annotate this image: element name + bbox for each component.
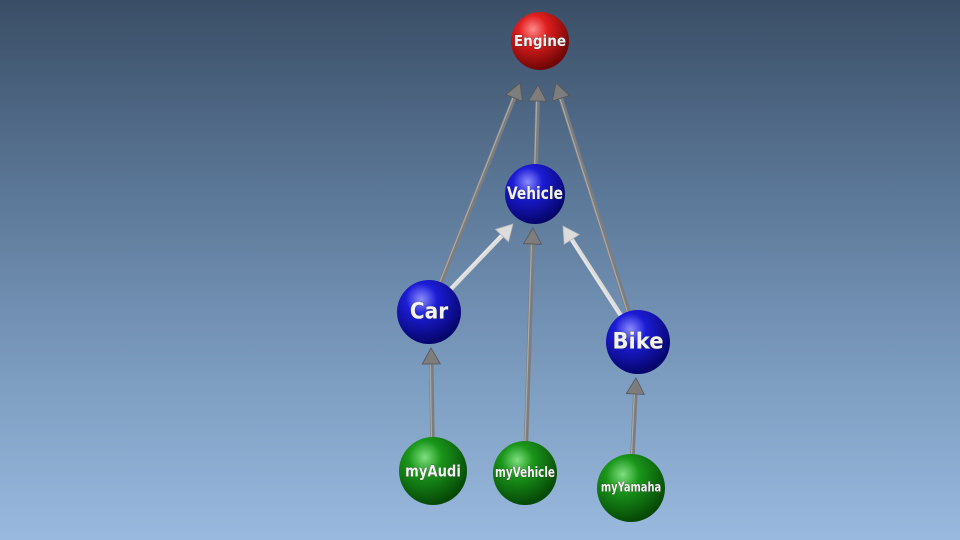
edges-layer [421, 82, 645, 462]
edge-arrowhead [504, 82, 523, 102]
edge-highlight [559, 98, 630, 317]
edge-arrowhead [421, 347, 441, 365]
node-engine[interactable]: Engine [511, 12, 569, 70]
edge-shaft [445, 233, 505, 295]
edge-highlight [570, 239, 623, 321]
edge-bike-to-engine [551, 82, 633, 319]
edge-shaft [436, 95, 517, 289]
node-car[interactable]: Car [397, 280, 461, 344]
edge-myvehicle-to-vehicle [522, 227, 543, 449]
edge-arrowhead [522, 227, 543, 245]
edge-arrowhead [551, 82, 571, 102]
node-car-label: Car [410, 300, 448, 325]
edge-myaudi-to-car [421, 347, 441, 445]
edge-myyamaha-to-bike [625, 377, 645, 462]
node-engine-sphere [511, 12, 569, 70]
edge-shaft [558, 96, 633, 319]
edge-car-to-vehicle [445, 223, 514, 295]
node-vehicle-label: Vehicle [507, 184, 563, 204]
edge-arrowhead [625, 377, 645, 395]
edge-highlight [446, 234, 502, 293]
edge-highlight [429, 364, 433, 443]
node-myvehicle-sphere [493, 441, 557, 505]
node-myvehicle[interactable]: myVehicle [493, 441, 557, 505]
edge-highlight [534, 100, 538, 169]
node-bike-sphere [606, 310, 670, 374]
edge-vehicle-to-engine [527, 84, 548, 171]
edge-highlight [437, 97, 514, 287]
nodes-layer: Engine Vehicle Car Bike myAudi myVehicle… [397, 12, 670, 522]
node-car-sphere [397, 280, 461, 344]
edge-arrowhead [494, 223, 514, 243]
node-myaudi-sphere [399, 437, 467, 505]
edge-highlight [630, 393, 635, 460]
node-engine-label: Engine [514, 32, 566, 50]
edge-shaft [569, 237, 626, 322]
node-bike-label: Bike [612, 330, 663, 355]
edge-shaft [429, 361, 435, 445]
edge-car-to-engine [436, 82, 523, 289]
node-vehicle[interactable]: Vehicle [505, 164, 565, 224]
edge-arrowhead [527, 84, 548, 102]
edge-shaft [630, 391, 638, 462]
node-myaudi[interactable]: myAudi [399, 437, 467, 505]
edge-shaft [533, 98, 540, 171]
node-myyamaha-sphere [597, 454, 665, 522]
edge-bike-to-vehicle [562, 225, 626, 322]
node-myyamaha-label: myYamaha [601, 481, 661, 496]
edge-highlight [524, 243, 533, 446]
node-myaudi-label: myAudi [405, 462, 461, 481]
edge-arrowhead [562, 225, 581, 246]
node-myvehicle-label: myVehicle [495, 465, 555, 481]
node-vehicle-sphere [505, 164, 565, 224]
edge-shaft [523, 241, 535, 449]
node-myyamaha[interactable]: myYamaha [597, 454, 665, 522]
node-bike[interactable]: Bike [606, 310, 670, 374]
